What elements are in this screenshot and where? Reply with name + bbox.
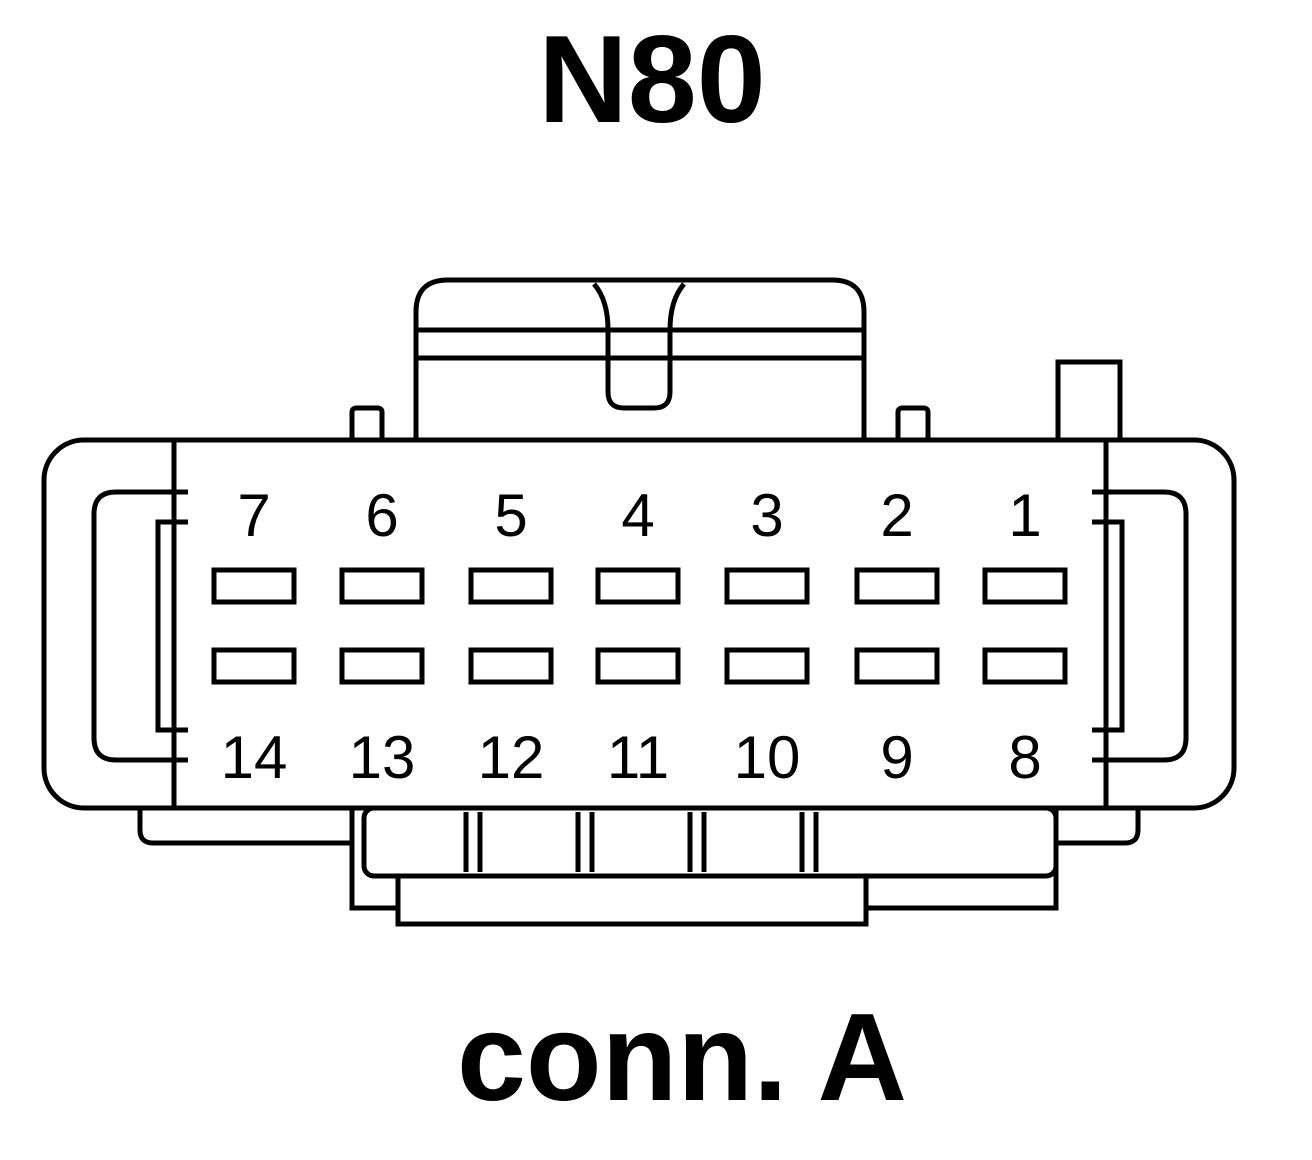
pin-label-13: 13 (349, 724, 416, 791)
pin-cavity-10 (724, 647, 810, 685)
pin-cavity-12 (468, 647, 554, 685)
pin-cavity-1 (982, 567, 1068, 605)
clip-left-inner (155, 519, 188, 733)
pin-cavity-7 (211, 567, 297, 605)
side-clip-right (1092, 489, 1189, 763)
pin-cavity-5 (468, 567, 554, 605)
pin-label-9: 9 (880, 724, 913, 791)
top-post-right (1055, 359, 1123, 447)
connector-subtitle: conn. A (457, 989, 907, 1127)
pin-label-12: 12 (478, 724, 545, 791)
pin-labels-top: 7 6 5 4 3 2 1 (237, 482, 1041, 549)
bottom-key-plate (395, 873, 869, 927)
pin-label-4: 4 (621, 482, 654, 549)
clip-right-inner (1092, 519, 1125, 733)
pin-cavity-14 (211, 647, 297, 685)
pin-label-11: 11 (607, 724, 669, 791)
pin-label-3: 3 (750, 482, 783, 549)
side-clip-left (91, 489, 188, 763)
pin-label-5: 5 (494, 482, 527, 549)
pin-labels-bottom: 14 13 12 11 10 9 8 (221, 724, 1042, 791)
pin-cavity-8 (982, 647, 1068, 685)
pin-cavity-9 (854, 647, 940, 685)
clip-left-outer (91, 489, 188, 763)
latch-release-tab (592, 282, 686, 411)
pin-cavity-13 (339, 647, 425, 685)
top-latch (349, 277, 1123, 447)
pin-label-14: 14 (221, 724, 288, 791)
pin-label-10: 10 (734, 724, 801, 791)
top-latch-body (413, 277, 867, 445)
connector-body (41, 437, 1237, 811)
pin-cavity-11 (595, 647, 681, 685)
clip-right-outer (1092, 489, 1189, 763)
pin-label-6: 6 (365, 482, 398, 549)
pin-cavity-6 (339, 567, 425, 605)
pin-label-2: 2 (880, 482, 913, 549)
pin-label-1: 1 (1008, 482, 1041, 549)
pin-label-7: 7 (237, 482, 270, 549)
pin-cavity-4 (595, 567, 681, 605)
pin-face (171, 437, 1109, 811)
pin-cavities (211, 567, 1068, 685)
pin-cavity-2 (854, 567, 940, 605)
pin-label-8: 8 (1008, 724, 1041, 791)
connector-title: N80 (538, 11, 765, 149)
pin-cavity-3 (724, 567, 810, 605)
bottom-housing (137, 805, 1141, 927)
